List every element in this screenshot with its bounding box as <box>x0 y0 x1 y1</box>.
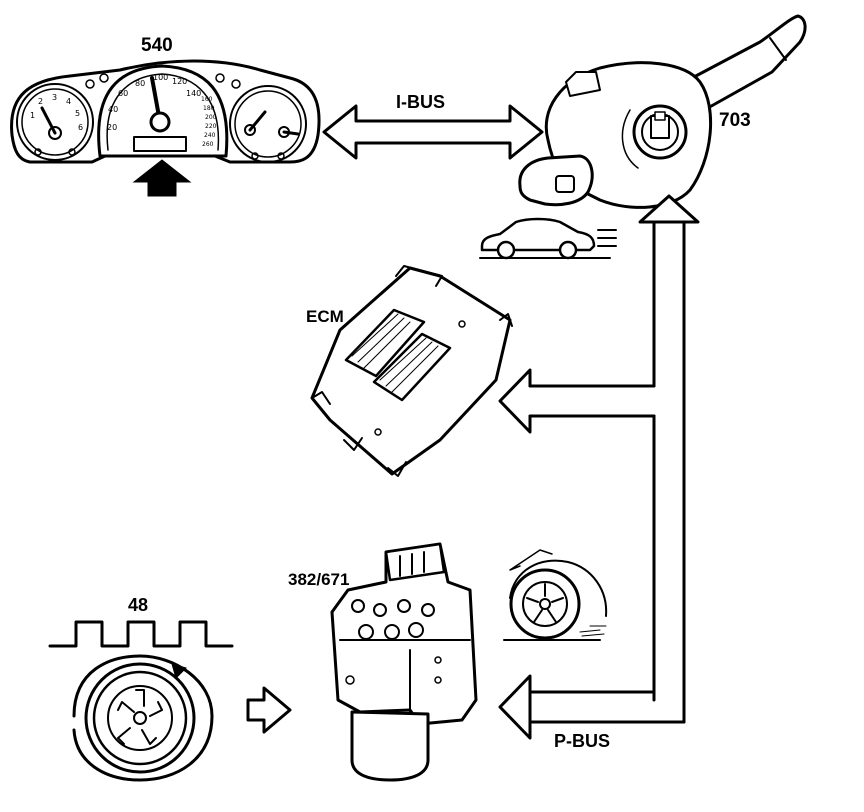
i-bus-double-arrow <box>322 104 544 160</box>
ecm-module <box>310 265 513 477</box>
tacho-tick: 6 <box>78 123 83 132</box>
speedo-tick: 140 <box>186 89 201 98</box>
signal-arrow-icon <box>246 686 292 734</box>
speedo-tick: 40 <box>108 105 118 114</box>
speedometer-gauge: 20 40 60 80 100 120 140 160 180 200 220 … <box>97 64 229 158</box>
speedo-tick: 100 <box>153 73 168 82</box>
abs-unit-number-label: 382/671 <box>288 570 349 589</box>
warning-lamp <box>231 79 241 89</box>
speedo-tick: 260 <box>202 141 214 148</box>
tacho-tick: 1 <box>30 111 35 120</box>
ecm-label: ECM <box>306 307 344 326</box>
i-bus-label: I-BUS <box>396 92 445 112</box>
tacho-tick: 5 <box>75 109 80 118</box>
warning-lamp <box>85 79 95 89</box>
fuel-temp-gauge <box>229 85 307 163</box>
p-bus-arrow <box>498 414 686 740</box>
speedo-tick: 160 <box>201 96 213 103</box>
speedo-tick: 60 <box>118 89 128 98</box>
tachometer-gauge: 1 2 3 4 5 6 <box>16 83 94 161</box>
warning-lamp <box>215 73 225 83</box>
square-wave-signal <box>48 620 234 648</box>
abs-hydraulic-unit <box>330 542 478 782</box>
p-bus-label: P-BUS <box>554 731 610 751</box>
speedo-tick: 240 <box>204 132 216 139</box>
ecm-arrow <box>498 368 656 434</box>
speedo-tick: 120 <box>172 77 187 86</box>
moving-car-icon <box>479 217 617 260</box>
up-arrow-icon <box>132 159 192 197</box>
rolling-wheel-icon <box>503 549 608 641</box>
sensor-wheel-icon <box>72 654 214 782</box>
tacho-tick: 4 <box>66 97 71 106</box>
wheel-sensor-number-label: 48 <box>128 595 148 615</box>
speedo-tick: 80 <box>135 79 145 88</box>
ignition-switch-number-label: 703 <box>719 110 751 131</box>
cluster-number-label: 540 <box>141 35 173 56</box>
instrument-cluster: 1 2 3 4 5 6 20 40 60 80 100 120 140 160 … <box>10 59 321 164</box>
warning-lamp <box>99 73 109 83</box>
speedo-tick: 200 <box>205 114 217 121</box>
tacho-tick: 3 <box>52 93 57 102</box>
speedo-tick: 180 <box>203 105 215 112</box>
tacho-tick: 2 <box>38 97 43 106</box>
speedo-tick: 20 <box>107 123 117 132</box>
bus-up-arrowhead-icon <box>638 194 700 224</box>
speedo-tick: 220 <box>205 123 217 130</box>
ignition-switch-module <box>518 14 807 209</box>
